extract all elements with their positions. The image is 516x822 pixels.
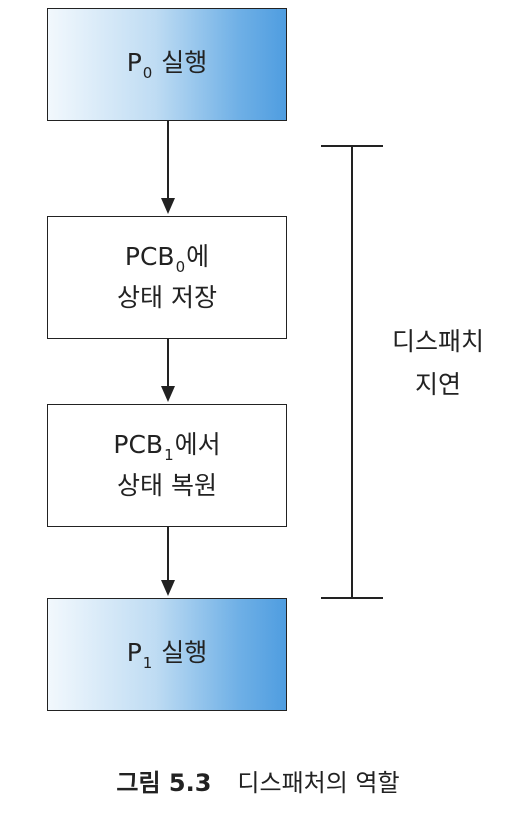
dispatch-latency-label: 디스패치 지연	[378, 320, 498, 406]
figure-number: 그림 5.3	[116, 769, 212, 797]
arrow-head	[161, 386, 175, 402]
step-text: 에서	[174, 430, 221, 459]
step-box-p0-running: P0 실행	[47, 8, 287, 121]
pcb-name: PCB	[113, 430, 164, 459]
pcb-subscript: 1	[164, 446, 174, 464]
arrow-restore-to-p1	[161, 527, 175, 596]
step-label-line-1: PCB0에	[125, 238, 209, 279]
step-box-restore-state: PCB1에서 상태 복원	[47, 404, 287, 527]
process-subscript: 0	[142, 64, 153, 82]
dispatch-latency-line-1: 디스패치	[391, 327, 484, 356]
step-label: P0 실행	[127, 44, 208, 85]
step-box-p1-running: P1 실행	[47, 598, 287, 711]
pcb-name: PCB	[124, 242, 175, 271]
figure-caption: 그림 5.3 디스패처의 역할	[0, 763, 516, 798]
step-label-line-2: 상태 복원	[117, 471, 217, 500]
figure-title: 디스패처의 역할	[237, 769, 400, 797]
dispatch-latency-line-2: 지연	[414, 370, 461, 399]
dispatch-latency-bracket	[321, 145, 383, 599]
step-label-line-1: PCB1에서	[113, 426, 220, 467]
arrow-save-to-restore	[161, 339, 175, 402]
pcb-subscript: 0	[175, 258, 186, 276]
arrow-p0-to-save	[161, 121, 175, 214]
step-label: P1 실행	[127, 634, 208, 675]
step-label-line-2: 상태 저장	[117, 283, 217, 312]
step-box-save-state: PCB0에 상태 저장	[47, 216, 287, 339]
arrow-head	[161, 198, 175, 214]
process-name: P	[126, 48, 142, 77]
step-text: 실행	[153, 48, 208, 77]
arrow-head	[161, 580, 175, 596]
process-subscript: 1	[142, 654, 153, 672]
step-text: 에	[186, 242, 210, 271]
process-name: P	[126, 638, 142, 667]
step-text: 실행	[153, 638, 208, 667]
